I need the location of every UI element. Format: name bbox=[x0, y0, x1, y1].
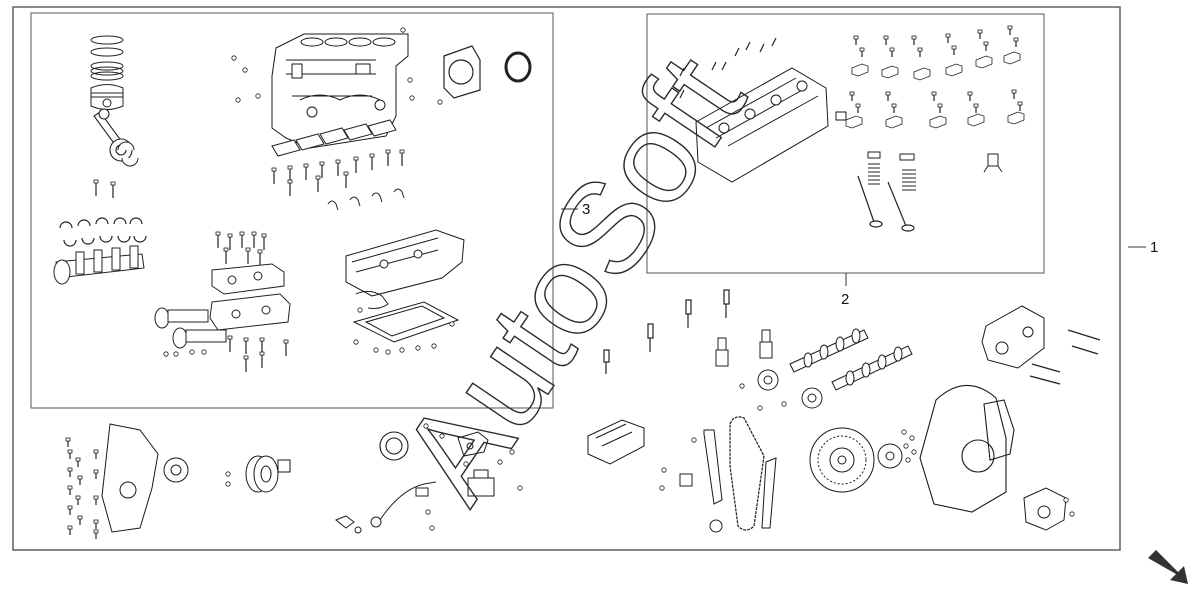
front-oil-pump bbox=[163, 457, 189, 483]
timing-cover-bolts bbox=[65, 437, 99, 540]
flywheel bbox=[809, 427, 875, 493]
cylinder-block bbox=[271, 33, 409, 149]
valves bbox=[857, 175, 915, 232]
cylinder-head bbox=[695, 67, 847, 183]
oil-control-valve bbox=[983, 153, 1003, 173]
knock-sensor bbox=[335, 515, 362, 534]
mount-bolts bbox=[1029, 329, 1101, 385]
spark-plugs bbox=[603, 289, 730, 374]
timing-cover bbox=[101, 423, 159, 533]
oil-pan-lower bbox=[352, 301, 460, 343]
chain-tensioner bbox=[679, 473, 723, 533]
cam-phasers bbox=[757, 369, 823, 409]
bearing-shells-a bbox=[117, 141, 139, 167]
flywheel-bolts bbox=[901, 429, 917, 463]
thermostat-housing bbox=[457, 431, 489, 457]
water-pump bbox=[1023, 487, 1067, 531]
valve-springs bbox=[867, 151, 916, 191]
camshafts bbox=[789, 328, 913, 391]
engine-mount bbox=[981, 305, 1045, 369]
piston bbox=[90, 84, 124, 110]
main-bearing-shells bbox=[59, 217, 147, 247]
pulley-bolt bbox=[225, 471, 231, 487]
balance-shaft-gears bbox=[154, 307, 227, 349]
main-bearing-caps bbox=[271, 119, 397, 157]
frame-assembly-3 bbox=[30, 12, 554, 409]
timing-chain bbox=[729, 416, 765, 531]
main-cap-bolts bbox=[271, 149, 405, 197]
direction-arrow bbox=[1148, 550, 1188, 584]
piston-rings bbox=[90, 35, 124, 81]
vvt-solenoids bbox=[715, 329, 773, 367]
oil-strainer bbox=[355, 290, 389, 309]
crank-pulley bbox=[245, 455, 291, 493]
flex-plate bbox=[877, 443, 903, 469]
rear-oil-seal-housing bbox=[443, 45, 481, 99]
oil-jets bbox=[327, 188, 405, 211]
callout-3: 3 bbox=[582, 201, 591, 218]
valve-guides bbox=[679, 37, 777, 99]
chain-guides bbox=[703, 429, 777, 529]
balance-shaft-bolts bbox=[215, 231, 267, 267]
separator-plate bbox=[919, 385, 1015, 513]
oil-pan-upper bbox=[345, 229, 465, 297]
rocker-arm-groups bbox=[845, 25, 1025, 129]
callout-1: 1 bbox=[1150, 239, 1159, 256]
balance-shaft-housing bbox=[209, 263, 291, 331]
oil-pump-module bbox=[587, 419, 645, 465]
rear-seal-cover bbox=[379, 431, 409, 461]
callout-2: 2 bbox=[841, 291, 850, 308]
crankshaft bbox=[53, 245, 145, 285]
frame-assembly-1 bbox=[12, 6, 1121, 551]
oil-filter-housing bbox=[467, 469, 495, 497]
wiring-sensor bbox=[370, 481, 437, 528]
connecting-rod bbox=[93, 108, 133, 162]
rear-main-seal bbox=[504, 51, 532, 83]
